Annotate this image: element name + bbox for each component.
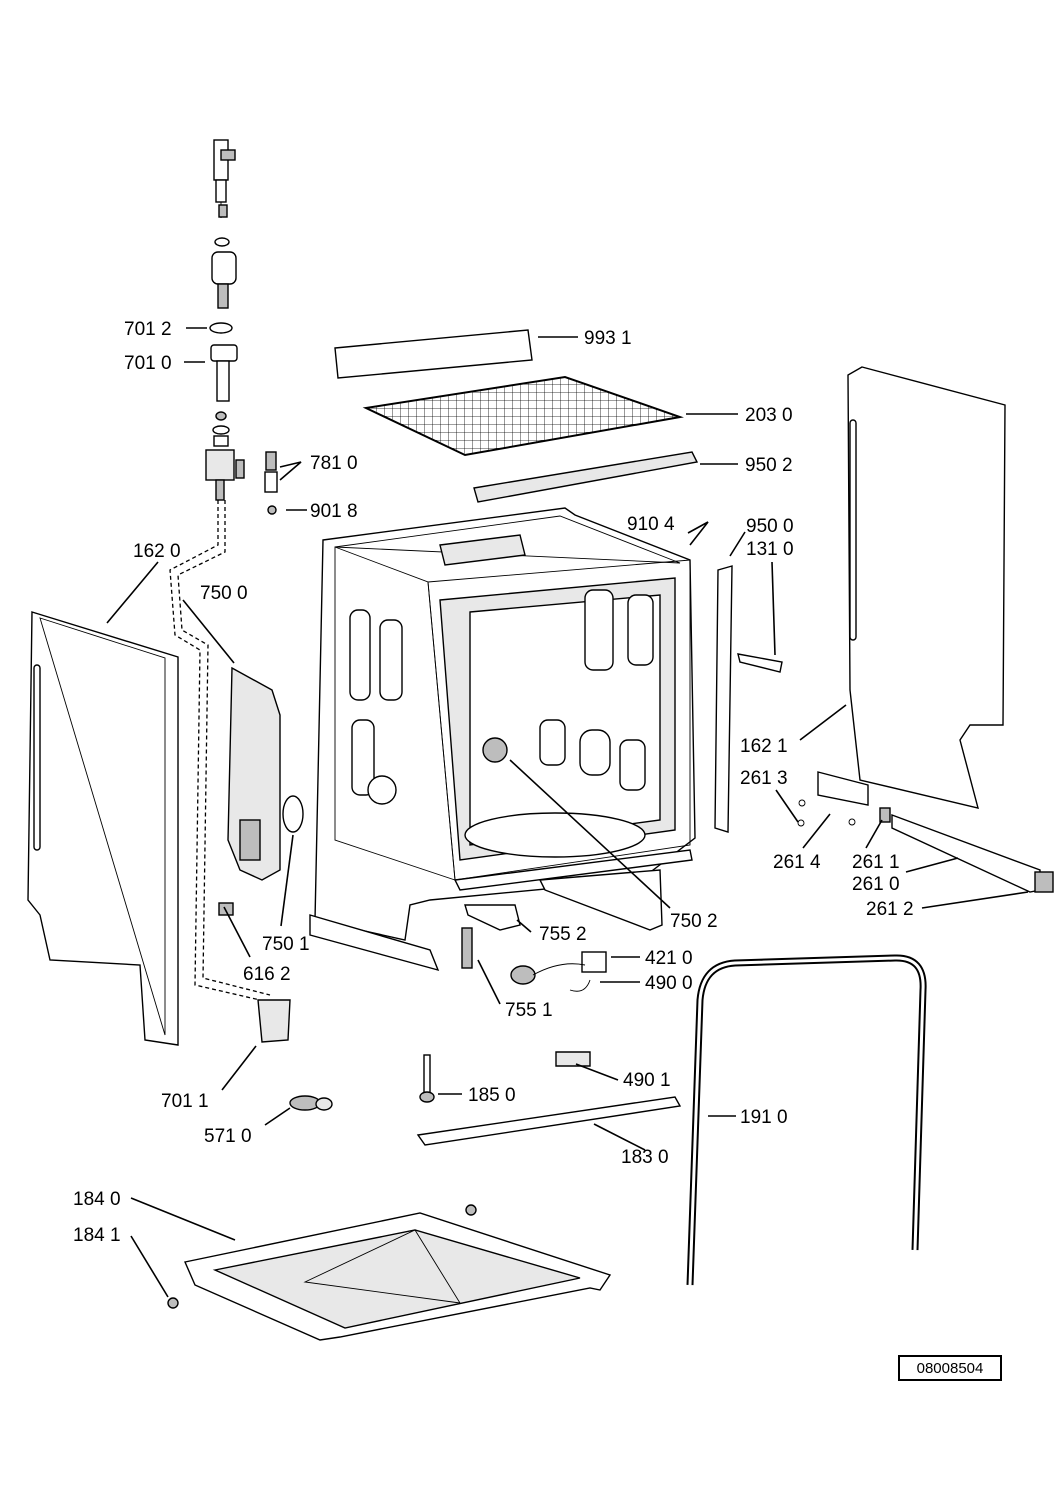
part-label: 261 1 xyxy=(852,852,900,873)
part-label: 755 1 xyxy=(505,1000,553,1021)
part-label: 950 0 xyxy=(746,516,794,537)
part-label: 421 0 xyxy=(645,948,693,969)
part-label: 162 1 xyxy=(740,736,788,757)
connector-part xyxy=(555,1051,591,1067)
top-grid-panel-part xyxy=(362,375,684,457)
tub-frame-part xyxy=(309,507,696,972)
part-label: 616 2 xyxy=(243,964,291,985)
leader-lines xyxy=(106,327,1029,1298)
part-label: 910 4 xyxy=(627,514,675,535)
part-label: 131 0 xyxy=(746,539,794,560)
foot-screw-part xyxy=(419,1054,435,1103)
valve-body-part xyxy=(211,237,237,309)
inlet-valve-part xyxy=(213,139,236,218)
part-label: 184 1 xyxy=(73,1225,121,1246)
kick-plate-part xyxy=(416,1096,682,1146)
part-label: 183 0 xyxy=(621,1147,669,1168)
seal-ring-part xyxy=(282,795,304,833)
part-label: 701 0 xyxy=(124,353,172,374)
spring-nozzle-part xyxy=(264,451,278,515)
part-label: 162 0 xyxy=(133,541,181,562)
left-side-panel-part xyxy=(27,611,179,1046)
part-label: 184 0 xyxy=(73,1189,121,1210)
hinge-arm-part xyxy=(891,813,1054,893)
connector-stack-part xyxy=(205,411,245,501)
part-label: 490 1 xyxy=(623,1070,671,1091)
sensor-box-part xyxy=(581,951,607,973)
part-label: 261 0 xyxy=(852,874,900,895)
part-label: 701 2 xyxy=(124,319,172,340)
part-label: 781 0 xyxy=(310,453,358,474)
right-side-panel-part xyxy=(847,366,1006,809)
tray-fastener-part xyxy=(167,1204,477,1309)
base-tray-part xyxy=(184,1212,612,1341)
part-label: 701 1 xyxy=(161,1091,209,1112)
hose-route-line xyxy=(169,500,261,1001)
drawing-number-box: 08008504 xyxy=(898,1355,1002,1381)
part-label: 750 1 xyxy=(262,934,310,955)
door-gasket-part xyxy=(686,954,927,1286)
drain-bracket-part xyxy=(464,904,521,931)
part-label: 750 2 xyxy=(670,911,718,932)
part-label: 950 2 xyxy=(745,455,793,476)
part-label: 191 0 xyxy=(740,1107,788,1128)
spring-hose-part xyxy=(461,927,473,969)
hose-fitting-part xyxy=(210,344,238,402)
part-label: 993 1 xyxy=(584,328,632,349)
hinge-plate-part xyxy=(797,771,869,827)
part-label: 750 0 xyxy=(200,583,248,604)
drain-pump-part xyxy=(289,1095,333,1111)
part-label: 261 3 xyxy=(740,768,788,789)
label-sheet-part xyxy=(334,329,533,379)
front-strip-part xyxy=(473,451,699,503)
part-label: 203 0 xyxy=(745,405,793,426)
part-label: 261 2 xyxy=(866,899,914,920)
part-label: 185 0 xyxy=(468,1085,516,1106)
part-label: 755 2 xyxy=(539,924,587,945)
drawing-number: 08008504 xyxy=(916,1359,984,1377)
hinge-bracket-part xyxy=(737,653,783,673)
part-label: 490 0 xyxy=(645,973,693,994)
part-label: 901 8 xyxy=(310,501,358,522)
small-clip-part xyxy=(218,902,234,916)
seal-washer-part xyxy=(209,322,233,334)
hinge-pin-part xyxy=(879,807,891,823)
pump-bracket-part xyxy=(257,999,291,1043)
cable-harness-part xyxy=(510,963,591,992)
part-label: 261 4 xyxy=(773,852,821,873)
hose-route-line-2 xyxy=(177,500,271,996)
right-trim-strip-part xyxy=(714,565,733,833)
left-insulation-panel-part xyxy=(227,666,281,881)
part-label: 571 0 xyxy=(204,1126,252,1147)
